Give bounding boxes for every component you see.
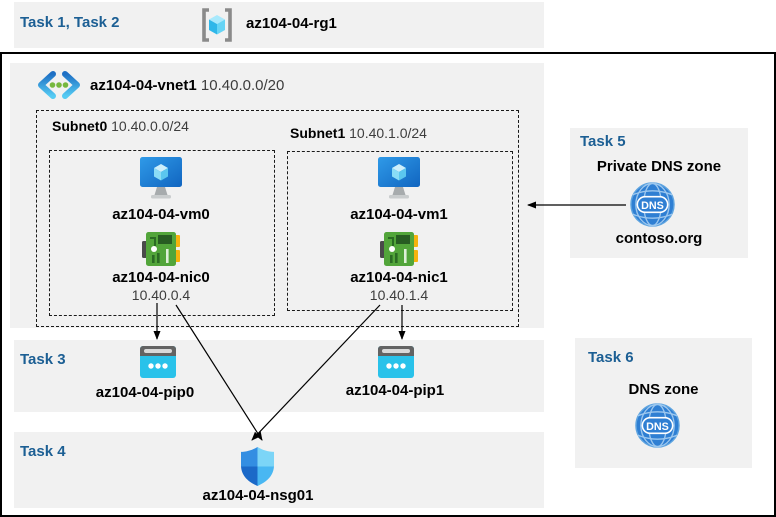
nic1-ip: 10.40.1.4 bbox=[369, 287, 429, 303]
subnet1-cidr: 10.40.1.0/24 bbox=[349, 125, 427, 141]
nsg-shield-icon bbox=[240, 447, 275, 486]
task6-label: Task 6 bbox=[588, 349, 634, 366]
vm0-name: az104-04-vm0 bbox=[112, 206, 210, 223]
subnet0-name: Subnet0 bbox=[52, 118, 108, 134]
vnet-name: az104-04-vnet1 bbox=[90, 77, 197, 94]
resource-group-band bbox=[14, 2, 544, 48]
pip1-name: az104-04-pip1 bbox=[345, 382, 445, 399]
nic0-icon bbox=[142, 232, 180, 266]
dns-zone-icon: DNS bbox=[635, 403, 680, 448]
virtual-network-icon bbox=[38, 71, 80, 99]
pip1-icon bbox=[378, 346, 414, 378]
subnet0-label: Subnet0 10.40.0.0/24 bbox=[52, 118, 189, 134]
resource-group-icon bbox=[202, 8, 232, 42]
task5-label: Task 5 bbox=[580, 133, 626, 150]
vm1-icon bbox=[378, 157, 420, 199]
vnet-cidr: 10.40.0.0/20 bbox=[200, 77, 285, 94]
task3-panel bbox=[14, 340, 544, 412]
dns-zone-icon-text: DNS bbox=[646, 421, 669, 433]
vnet-title: az104-04-vnet1 10.40.0.0/20 bbox=[90, 77, 284, 94]
pip0-name: az104-04-pip0 bbox=[95, 384, 195, 401]
task3-label: Task 3 bbox=[20, 351, 66, 368]
private-dns-icon: DNS bbox=[630, 182, 675, 227]
nsg-name: az104-04-nsg01 bbox=[202, 487, 314, 504]
pip0-icon bbox=[140, 346, 176, 378]
task4-label: Task 4 bbox=[20, 443, 66, 460]
subnet1-name: Subnet1 bbox=[290, 125, 346, 141]
private-dns-icon-text: DNS bbox=[641, 200, 664, 212]
private-dns-zone-title: Private DNS zone bbox=[596, 158, 722, 175]
vnet-container bbox=[10, 63, 544, 328]
subnet0-border bbox=[49, 150, 275, 316]
nic0-ip: 10.40.0.4 bbox=[131, 287, 191, 303]
diagram-border bbox=[0, 52, 776, 517]
subnet0-cidr: 10.40.0.0/24 bbox=[111, 118, 189, 134]
resource-group-name: az104-04-rg1 bbox=[246, 15, 337, 32]
vm1-name: az104-04-vm1 bbox=[350, 206, 448, 223]
vm0-icon bbox=[140, 157, 182, 199]
nic0-name: az104-04-nic0 bbox=[112, 269, 210, 286]
contoso-zone-name: contoso.org bbox=[615, 230, 703, 247]
dns-zone-title: DNS zone bbox=[628, 381, 699, 398]
subnet1-label: Subnet1 10.40.1.0/24 bbox=[290, 125, 427, 141]
nic1-icon bbox=[380, 232, 418, 266]
task-1-2-label: Task 1, Task 2 bbox=[20, 14, 120, 31]
subnet1-border bbox=[287, 151, 513, 311]
task4-panel bbox=[14, 432, 544, 508]
nic1-name: az104-04-nic1 bbox=[350, 269, 448, 286]
